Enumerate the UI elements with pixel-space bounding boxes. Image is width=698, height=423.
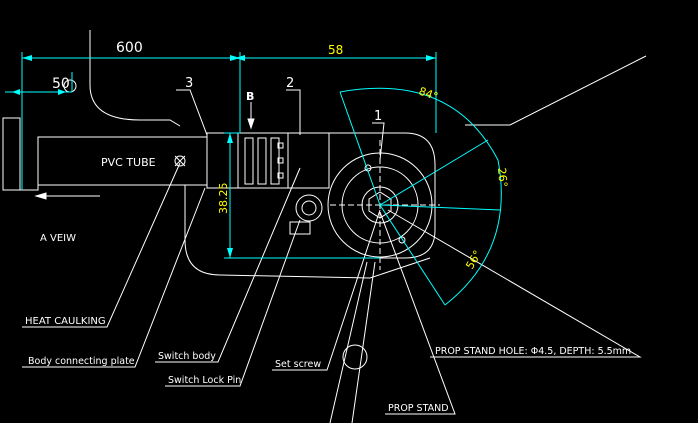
angle-56-label: 56° <box>463 248 484 271</box>
leader-prop-stand-hole <box>387 209 642 358</box>
switch-lock-pin-circle <box>295 194 323 222</box>
dimension-arrowheads <box>12 55 436 258</box>
heat-caulking-mark-x2 <box>174 155 186 167</box>
set-screw-outline <box>289 221 311 235</box>
prop-stand-circle <box>342 344 368 370</box>
switch-pin-3 <box>277 172 284 179</box>
label-set-screw: Set screw <box>275 359 321 370</box>
leader-part-2 <box>286 89 301 135</box>
dim-58-arrow-left <box>235 55 245 61</box>
dim-38-arrow-bottom <box>227 248 233 258</box>
switch-pin-1 <box>277 142 284 149</box>
angle-ray-3 <box>339 91 381 206</box>
part-number-3: 3 <box>185 76 193 91</box>
prop-stand-line-1 <box>329 261 368 423</box>
dim-600-arrow-left <box>22 55 32 61</box>
dim-38-arrow-top <box>227 133 233 143</box>
tube-lower-body <box>20 185 39 191</box>
angle-26-label: 26° <box>495 167 510 188</box>
left-bracket <box>2 117 21 191</box>
leader-body-connecting-plate <box>22 187 206 368</box>
label-prop-stand: PROP STAND <box>388 403 449 414</box>
part-number-1: 1 <box>374 109 382 124</box>
switch-contact-2 <box>257 137 267 185</box>
heat-caulking-mark <box>174 155 186 167</box>
label-prop-stand-hole: PROP STAND HOLE: Φ4.5, DEPTH: 5.5mm <box>435 346 631 357</box>
label-heat-caulking: HEAT CAULKING <box>25 316 106 327</box>
right-housing <box>329 132 436 259</box>
right-housing-tail <box>465 55 647 126</box>
angle-ray-1 <box>379 139 489 206</box>
leader-part-1 <box>372 122 385 161</box>
angle-ray-4 <box>379 204 446 306</box>
dim-50-arrow-left <box>12 89 20 95</box>
dim-50-label: 50 <box>52 76 70 92</box>
switch-body-outline <box>206 132 330 189</box>
leader-switch-body <box>155 167 301 363</box>
switch-contact-3 <box>270 137 280 185</box>
label-body-connecting-plate: Body connecting plate <box>28 356 135 367</box>
leader-part-3 <box>176 89 208 136</box>
switch-contact-1 <box>244 137 254 185</box>
view-marker-b: B <box>246 90 254 103</box>
leader-prop-stand <box>379 211 456 415</box>
leader-heat-caulking <box>22 162 181 328</box>
hub-hole-right <box>398 236 406 244</box>
switch-lock-pin-inner <box>301 200 317 216</box>
leader-switch-lock-pin <box>165 219 301 387</box>
dim-58-label: 58 <box>328 43 343 57</box>
label-pvc-tube: PVC TUBE <box>101 156 156 169</box>
angle-ray-2 <box>379 204 501 211</box>
label-switch-body: Switch body <box>158 351 216 362</box>
switch-pin-2 <box>277 157 284 164</box>
label-a-view: A VEIW <box>40 233 76 244</box>
dim-38-label: 38.25 <box>217 183 230 215</box>
dim-50-arrow-right <box>58 89 66 95</box>
tube-upper-curve <box>89 30 181 127</box>
leader-set-screw <box>272 209 381 371</box>
a-view-arrowhead <box>34 192 47 200</box>
geometry <box>2 30 647 423</box>
dim-58-arrow-right <box>426 55 436 61</box>
label-switch-lock-pin: Switch Lock Pin <box>168 375 241 386</box>
body-connecting-plate-outline <box>184 185 431 279</box>
dim-600-label: 600 <box>116 40 143 56</box>
b-view-arrowhead <box>247 118 255 130</box>
prop-stand-line-2 <box>351 261 376 423</box>
angle-84-label: 84° <box>417 85 440 104</box>
dimension-lines <box>5 52 502 306</box>
angle-arc <box>339 87 502 306</box>
part-number-2: 2 <box>286 76 294 91</box>
